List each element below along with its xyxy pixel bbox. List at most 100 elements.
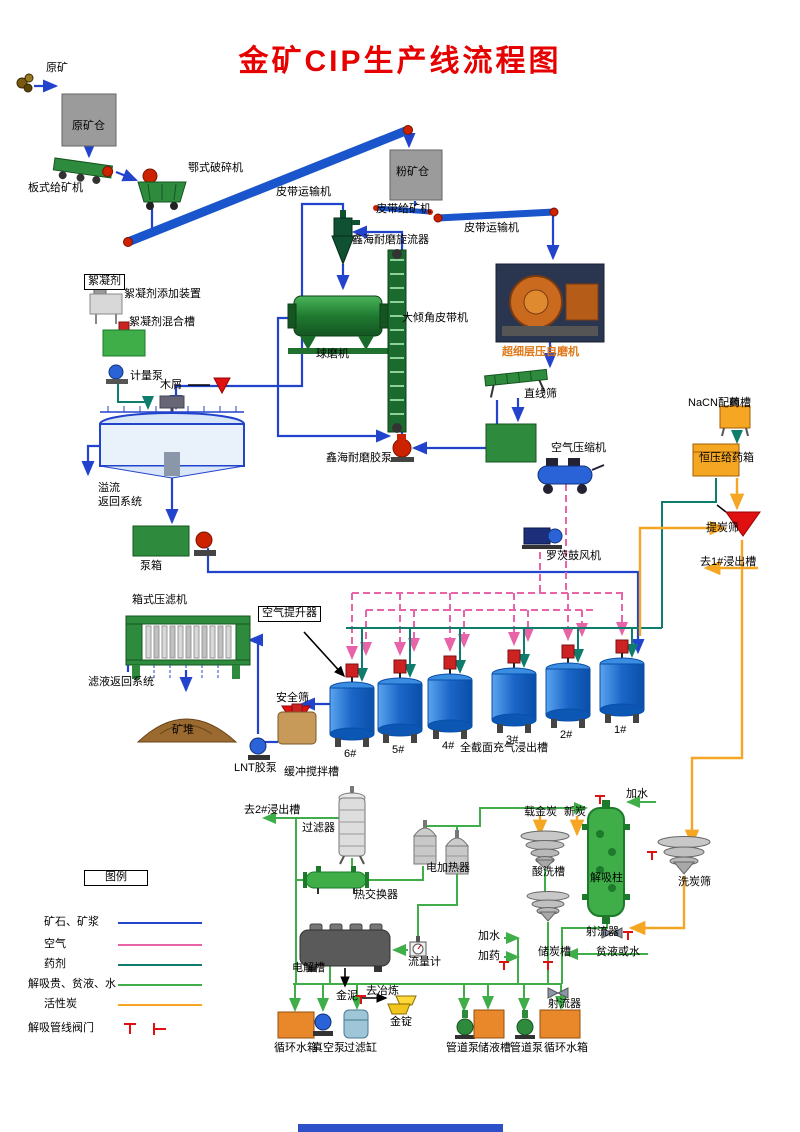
label-jaw-crusher: 鄂式破碎机 [188, 162, 243, 174]
label-metering-pump: 计量泵 [130, 370, 163, 382]
page-title: 金矿CIP生产线流程图 [238, 45, 562, 78]
label-jet-2: 射流器 [548, 998, 581, 1010]
belt-feeder [373, 205, 433, 215]
label-overflow-return: 溢流 返回系统 [98, 482, 142, 508]
leach-tank-6 [329, 663, 375, 747]
label-flocculant-mixer: 絮凝剂混合槽 [129, 316, 195, 328]
legend-line-reagent [118, 964, 202, 966]
buffer-agitation-tank [277, 703, 317, 745]
leach-tank-1 [599, 639, 645, 723]
pipeline-pump-2 [515, 1010, 535, 1039]
belt-conveyor-1 [123, 125, 413, 247]
autogenous-mill [495, 263, 605, 343]
slurry-flow-lines [34, 79, 645, 744]
leach-tank-5 [377, 659, 423, 743]
carbon-storage-tank [526, 891, 570, 922]
label-tank-1: 1# [614, 724, 627, 736]
circulating-water-tank-2 [539, 1009, 581, 1039]
thickener [99, 395, 245, 479]
filter-cylinder [343, 1009, 369, 1039]
carbon-wash-screen [657, 836, 711, 875]
label-loaded-carbon: 载金炭 [524, 806, 557, 818]
label-plate-feeder: 板式给矿机 [28, 182, 83, 194]
flow-meter [409, 936, 427, 957]
nacn-dosing-tank [719, 398, 751, 437]
solution-flow-lines [262, 796, 656, 1012]
label-flow-meter: 流量计 [408, 956, 441, 968]
leach-tank-3 [491, 649, 537, 733]
ball-mill [287, 295, 389, 354]
label-buffer-tank: 缓冲搅拌槽 [284, 766, 339, 778]
label-fine-ore-bin: 粉矿仓 [396, 166, 429, 178]
plate-feeder [52, 157, 114, 184]
label-ball-mill: 球磨机 [316, 348, 349, 360]
constant-pressure-dosing-box [692, 443, 740, 477]
legend-label-reagent: 药剂 [44, 958, 66, 970]
label-belt-feeder: 皮带给矿机 [376, 203, 431, 215]
label-autogenous-mill: 超细层压自磨机 [502, 346, 579, 358]
label-air-lifter: 空气提升器 [258, 606, 321, 622]
label-wood-chips: 木屑 [160, 379, 182, 391]
electrolysis-cell [299, 923, 391, 972]
black-connectors [188, 384, 388, 1003]
label-tank-3: 3# [506, 734, 519, 746]
linear-screen [484, 368, 548, 398]
label-filter-press: 箱式压滤机 [132, 594, 187, 606]
label-full-section-tank: 全截面充气浸出槽 [460, 742, 548, 754]
label-belt-conveyor-2: 皮带运输机 [464, 222, 519, 234]
raw-ore-bin [61, 93, 117, 147]
desorption-column [582, 800, 630, 924]
desorption-valves [356, 795, 657, 1004]
filter-press [125, 615, 251, 680]
label-to-tank2: 去2#浸出槽 [244, 804, 301, 816]
legend-line-ore-slurry [118, 922, 202, 924]
label-carbon-storage: 储炭槽 [538, 946, 571, 958]
jaw-crusher [137, 168, 187, 210]
label-circ-tank-1: 循环水箱 [274, 1042, 318, 1054]
belt-conveyor-2 [433, 207, 559, 223]
label-lnt-pump: LNT胶泵 [234, 762, 277, 774]
label-new-carbon: 新炭 [564, 806, 586, 818]
label-nacn-tank: NaCN配药槽 [688, 397, 751, 409]
electric-heater-1 [413, 820, 437, 865]
legend-title: 图例 [84, 870, 148, 886]
label-filter-cylinder: 过滤缸 [344, 1042, 377, 1054]
heat-exchanger [303, 866, 369, 894]
label-safety-screen: 安全筛 [276, 692, 309, 704]
label-raw-ore-bin: 原矿仓 [72, 120, 105, 132]
legend-label-air: 空气 [44, 938, 66, 950]
slurry-pump [391, 434, 414, 462]
label-pipe-pump-2: 管道泵 [510, 1042, 543, 1054]
fine-ore-bin [389, 149, 443, 201]
label-linear-screen: 直线筛 [524, 388, 557, 400]
legend-label-valves: 解吸管线阀门 [28, 1022, 94, 1034]
air-flow-lines [346, 484, 628, 660]
label-tank-6: 6# [344, 748, 357, 760]
label-air-compressor: 空气压缩机 [551, 442, 606, 454]
label-pipe-pump-1: 管道泵 [446, 1042, 479, 1054]
jet-device-2 [547, 987, 569, 999]
label-tank-5: 5# [392, 744, 405, 756]
legend-line-solution [118, 984, 202, 986]
cyclone [331, 210, 360, 266]
label-slurry-pump: 鑫海耐磨胶泵 [326, 452, 392, 464]
label-desorption-column: 解吸柱 [590, 872, 623, 884]
label-add-water: 加水 [478, 930, 500, 942]
carbon-flow-lines [532, 478, 758, 936]
label-raw-ore: 原矿 [46, 62, 68, 74]
label-belt-conveyor-1: 皮带运输机 [276, 186, 331, 198]
legend-label-solution: 解吸贵、贫液、水 [28, 978, 116, 990]
label-vacuum-pump: 真空泵 [312, 1042, 345, 1054]
label-gold-ingot: 金锭 [390, 1016, 412, 1028]
pipeline-pump-1 [455, 1010, 475, 1039]
vacuum-pump [313, 1013, 333, 1036]
raw-ore-icon [16, 73, 34, 93]
footer-bar [298, 1124, 503, 1132]
label-to-smelting: 去冶炼 [366, 985, 399, 997]
label-liquid-tank: 储液槽 [478, 1042, 511, 1054]
label-flocculant-adder: 絮凝剂添加装置 [124, 288, 201, 300]
label-dosing-box: 恒压给药箱 [699, 452, 754, 464]
label-carbon-screen: 提炭筛 [706, 522, 739, 534]
label-flocculant: 絮凝剂 [84, 274, 125, 290]
